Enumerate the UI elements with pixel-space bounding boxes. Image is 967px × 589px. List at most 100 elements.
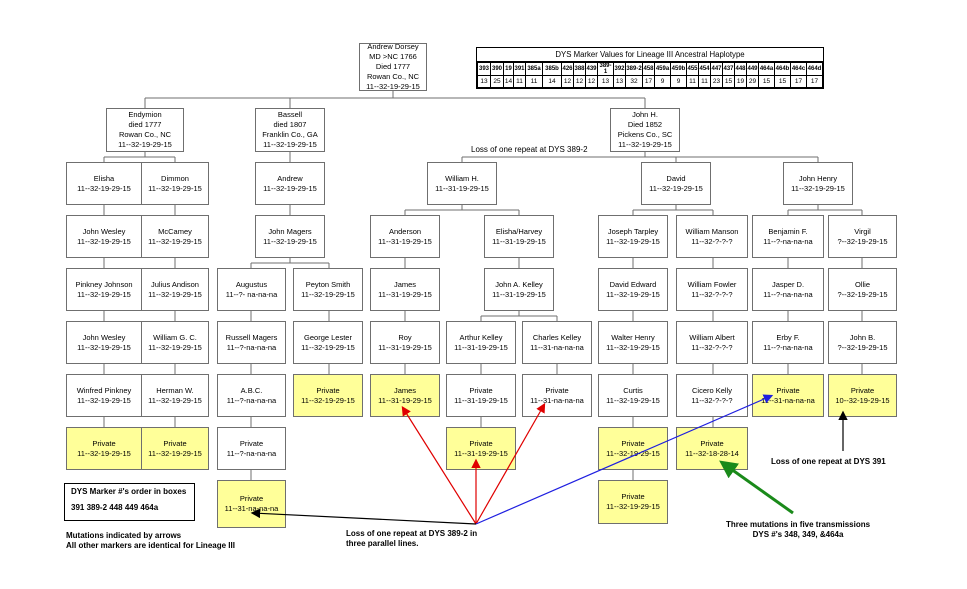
marker-value-cell: 11	[698, 75, 711, 88]
marker-value-cell: 32	[625, 75, 643, 88]
node-name: Walter Henry	[611, 332, 655, 342]
node-haplotype: 11--?-na-na-na	[763, 289, 813, 299]
node-name: Augustus	[235, 279, 268, 289]
marker-value-cell: 15	[774, 75, 791, 88]
node-endymion: Endymion died 1777 Rowan Co., NC 11--32-…	[106, 108, 184, 152]
node-name: Joseph Tarpley	[607, 226, 659, 236]
node-haplotype: 11--32-?-?-?	[691, 289, 733, 299]
marker-name-cell: 454	[698, 62, 711, 76]
node-haplotype: ?--32-19-29-15	[837, 236, 888, 246]
node-haplotype: 11--32-19-29-15	[263, 183, 317, 193]
node-haplotype: 11--32-19-29-15	[148, 342, 202, 352]
node-haplotype: 11--32-19-29-15	[148, 236, 202, 246]
node-name: Private	[621, 438, 645, 448]
node-name: Jasper D.	[771, 279, 805, 289]
marker-table-title: DYS Marker Values for Lineage III Ancest…	[477, 48, 823, 62]
node-haplotype: 11--32-19-29-15	[606, 502, 660, 511]
marker-value-cell: 12	[561, 75, 574, 88]
node-name: Private	[316, 385, 340, 395]
order-legend-values: 391 389-2 448 449 464a	[71, 503, 159, 512]
annotation-loss-389-bottom: Loss of one repeat at DYS 389-2 in three…	[346, 529, 477, 549]
node-name: William Fowler	[687, 279, 737, 289]
node-name: John Wesley	[82, 332, 126, 342]
node-name: William H.	[445, 173, 479, 183]
node-haplotype: 11--31-19-29-15	[378, 395, 432, 405]
node-haplotype: 11--32-19-29-15	[77, 289, 131, 299]
marker-name-cell: 464c	[790, 62, 807, 76]
marker-name-cell: 448	[734, 62, 747, 76]
marker-value-cell: 11	[525, 75, 543, 88]
node-name: Cicero Kelly	[691, 385, 732, 395]
marker-name-cell: 464d	[806, 62, 823, 76]
node-virgil: Virgil?--32-19-29-15	[828, 215, 897, 258]
node-name: David	[666, 173, 686, 183]
node-abc: A.B.C.11--?-na-na-na	[217, 374, 286, 417]
marker-name-cell: 389-1	[597, 62, 614, 76]
node-name: Erby F.	[776, 332, 800, 342]
marker-name-cell: 385a	[525, 62, 543, 76]
node-haplotype: 11--31-19-29-15	[378, 342, 432, 352]
node-haplotype: 11--31-na-na-na	[761, 395, 815, 405]
node-name: John Magers	[268, 226, 312, 236]
node-erby-f: Erby F.11--?-na-na-na	[752, 321, 824, 364]
node-haplotype: 11--31-19-29-15	[492, 236, 546, 246]
node-info: MD >NC 1766	[369, 52, 417, 61]
node-name: Elisha/Harvey	[495, 226, 543, 236]
annotation-three-mutations: Three mutations in five transmissions DY…	[726, 520, 870, 540]
dys-marker-table: DYS Marker Values for Lineage III Ancest…	[476, 47, 824, 89]
node-haplotype: 11--32-19-29-15	[606, 342, 660, 352]
node-haplotype: 11--32-18-28-14	[685, 448, 739, 458]
node-name: Andrew Dorsey	[367, 42, 419, 51]
node-haplotype: 11--32-19-29-15	[148, 183, 202, 193]
node-bassell: Bassell died 1807 Franklin Co., GA 11--3…	[255, 108, 325, 152]
node-haplotype: 11--32-19-29-15	[263, 140, 317, 149]
node-haplotype: 11--32-19-29-15	[263, 236, 317, 246]
marker-value-cell: 11	[513, 75, 526, 88]
node-haplotype: 11--32-19-29-15	[77, 342, 131, 352]
node-name: Private	[469, 438, 493, 448]
marker-value-cell: 13	[597, 75, 614, 88]
node-haplotype: 11--32-19-29-15	[77, 448, 131, 458]
node-info: Rowan Co., NC	[118, 130, 172, 139]
marker-name-cell: 391	[513, 62, 526, 76]
node-name: Private	[92, 438, 116, 448]
node-haplotype: 11--31-na-na-na	[224, 504, 279, 513]
node-haplotype: 11--32-19-29-15	[649, 183, 703, 193]
node-haplotype: 11--31-19-29-15	[492, 289, 546, 299]
node-haplotype: 11--?-na-na-na	[226, 342, 277, 352]
marker-name-cell: 385b	[542, 62, 562, 76]
marker-value-cell: 17	[806, 75, 823, 88]
node-name: John H.	[632, 110, 658, 119]
node-info: Pickens Co., SC	[617, 130, 673, 139]
marker-name-cell: 392	[613, 62, 626, 76]
order-legend-title: DYS Marker #'s order in boxes	[71, 487, 187, 496]
node-name: Julius Andison	[151, 279, 199, 289]
marker-value-cell: 17	[790, 75, 807, 88]
marker-value-cell: 12	[585, 75, 598, 88]
